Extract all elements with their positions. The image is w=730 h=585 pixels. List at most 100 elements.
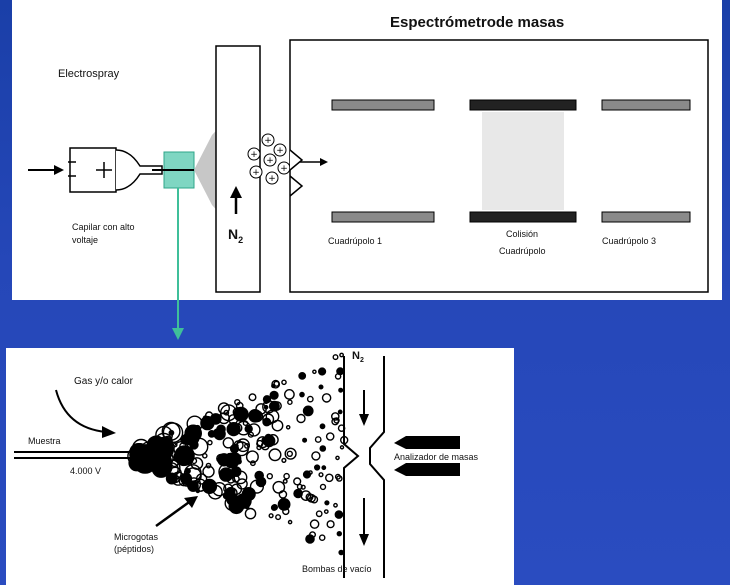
droplet: [337, 409, 343, 415]
electrospray-label: Electrospray: [58, 68, 120, 80]
ion-cluster: [247, 133, 291, 185]
droplet: [319, 483, 327, 491]
collision-cell-gas: [482, 112, 564, 210]
droplet: [278, 490, 288, 499]
droplet: [287, 519, 293, 525]
droplet: [247, 423, 261, 437]
droplet: [281, 379, 287, 386]
svg-text:+: +: [250, 150, 258, 160]
droplet: [300, 484, 306, 490]
droplet: [318, 534, 326, 541]
svg-text:+: +: [268, 174, 276, 184]
droplet: [300, 490, 312, 502]
droplet: [268, 448, 282, 462]
droplet: [335, 475, 343, 482]
droplet: [136, 448, 144, 456]
channel-right-wall: [369, 356, 385, 578]
droplet: [298, 371, 307, 380]
droplet: [226, 492, 239, 506]
collision-bottom-rod: [469, 211, 577, 223]
quad1-top-rod: [331, 99, 435, 111]
droplet: [302, 437, 308, 443]
ms-title: Espectrómetrode masas: [390, 14, 565, 31]
droplet: [324, 500, 330, 506]
droplet: [184, 467, 202, 485]
electrospray-ms-panel: +++ +++ + Espectrómetrode masas Electros…: [12, 0, 722, 300]
svg-text:+: +: [264, 136, 272, 146]
droplet: [202, 465, 215, 478]
droplet: [217, 402, 231, 415]
droplet: [339, 352, 344, 358]
droplet: [334, 373, 342, 380]
droplet: [233, 440, 244, 451]
droplet: [228, 423, 237, 431]
droplet: [155, 438, 166, 449]
droplet: [268, 513, 274, 519]
droplet: [302, 405, 314, 417]
quad1-label: Cuadrúpolo 1: [328, 236, 383, 246]
droplet: [244, 507, 257, 520]
svg-text:+: +: [252, 168, 260, 178]
droplet: [269, 390, 279, 400]
droplet: [205, 411, 214, 420]
droplet: [318, 472, 324, 478]
droplet: [200, 415, 215, 431]
voltage-label: 4.000 V: [70, 466, 102, 476]
droplet: [293, 477, 302, 486]
droplet: [285, 425, 291, 430]
droplet: [174, 445, 195, 466]
droplet: [281, 457, 287, 463]
droplet: [338, 549, 345, 556]
droplet: [314, 436, 322, 443]
droplet: [309, 519, 320, 529]
droplet: [282, 478, 288, 484]
droplet: [287, 399, 293, 406]
bottom-n2-label: N2: [352, 350, 364, 365]
droplet: [236, 438, 251, 453]
droplet: [286, 450, 293, 458]
droplet: [270, 504, 278, 511]
droplet: [284, 447, 297, 460]
droplet: [335, 455, 340, 461]
droplet: [334, 510, 344, 519]
droplet: [263, 404, 269, 410]
collision-label-2: Cuadrúpolo: [499, 246, 546, 256]
gas-arrow: [55, 389, 107, 433]
droplet: [245, 491, 253, 500]
droplet: [319, 445, 327, 452]
droplet: [216, 453, 226, 464]
droplet: [323, 509, 329, 515]
droplet: [255, 476, 267, 488]
droplet: [232, 407, 243, 418]
droplet: [325, 432, 335, 441]
droplet: [262, 434, 276, 448]
droplet: [172, 442, 178, 448]
droplet: [332, 354, 339, 361]
droplet: [336, 530, 342, 537]
quad1-bottom-rod: [331, 211, 435, 223]
droplet: [306, 493, 316, 503]
quad3-top-rod: [601, 99, 691, 111]
analyzer-label: Analizador de masas: [394, 452, 479, 462]
droplet: [312, 369, 317, 375]
droplet: [272, 480, 286, 494]
droplet-cloud: [127, 352, 349, 556]
droplet: [331, 417, 340, 426]
droplet: [326, 520, 335, 529]
droplet: [171, 471, 186, 486]
droplet: [205, 462, 212, 469]
droplet: [218, 467, 234, 482]
droplet-detail-panel: Gas y/o calor Muestra 4.000 V Microgotas…: [6, 348, 514, 585]
droplet: [207, 439, 213, 446]
droplet: [213, 427, 226, 441]
droplet: [245, 450, 259, 464]
droplet: [248, 393, 257, 402]
droplet: [339, 445, 345, 450]
droplet: [283, 472, 290, 480]
droplet: [306, 395, 314, 403]
droplet: [129, 442, 148, 462]
top-diagram: +++ +++ +: [28, 39, 709, 293]
droplet: [321, 393, 332, 403]
droplet: [308, 470, 313, 475]
droplet: [318, 367, 327, 376]
